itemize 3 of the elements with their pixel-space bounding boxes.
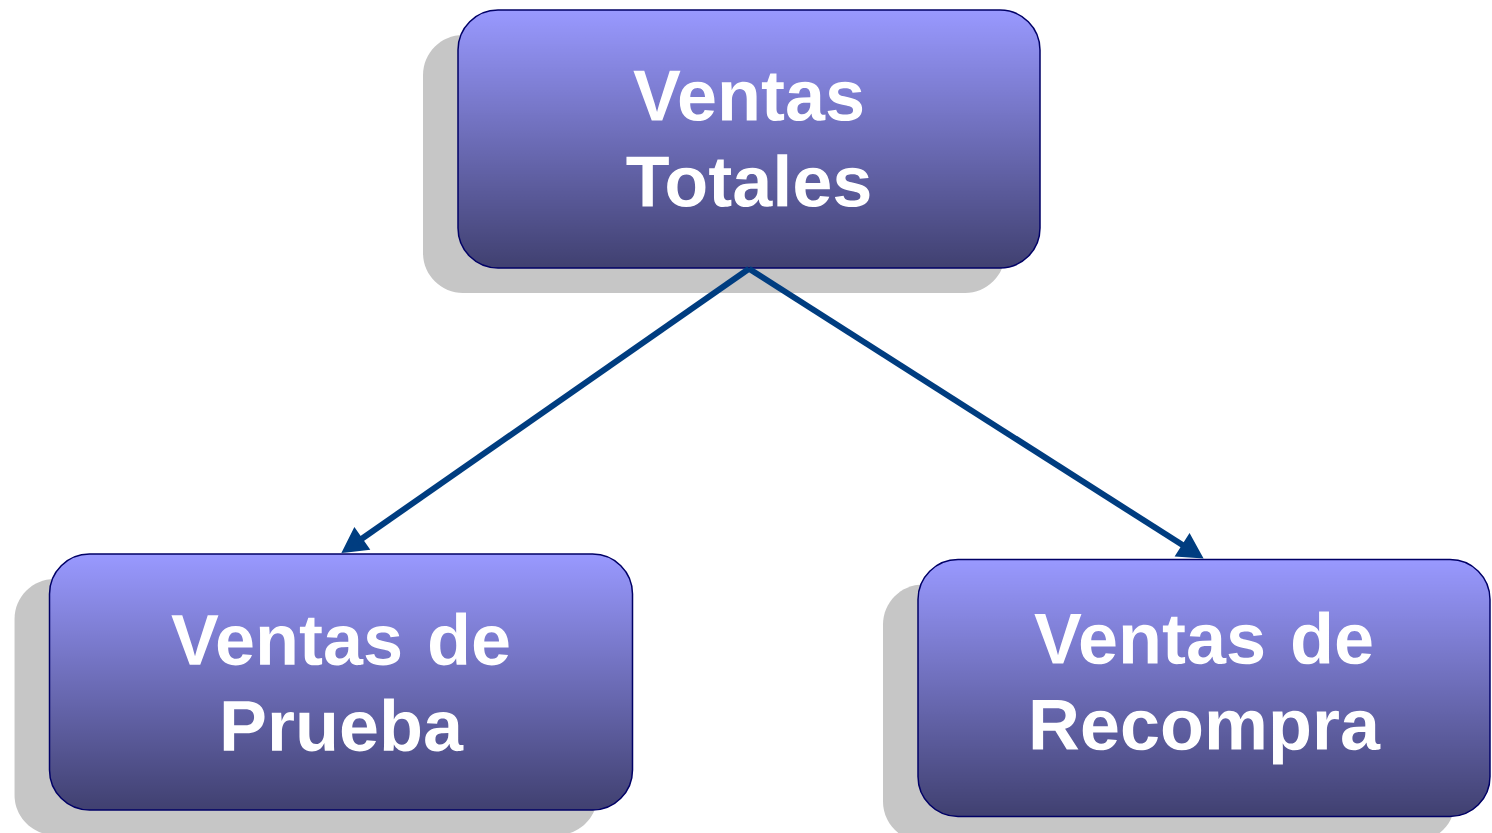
process-box: Ventas Totales <box>423 9 1041 293</box>
process-box: Ventas de Recompra <box>883 558 1491 833</box>
process-box: Ventas de Prueba <box>14 553 634 833</box>
